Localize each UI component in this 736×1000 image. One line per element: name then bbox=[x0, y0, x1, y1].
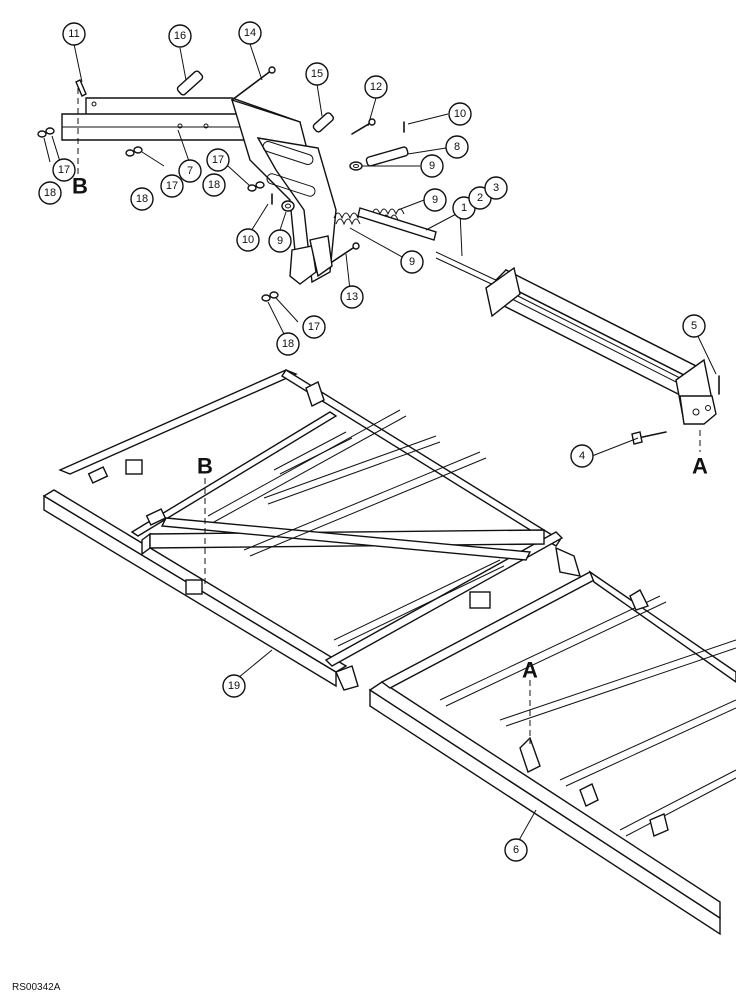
svg-text:9: 9 bbox=[409, 256, 415, 268]
svg-text:3: 3 bbox=[493, 182, 499, 194]
callout-16: 16 bbox=[168, 24, 192, 48]
callout-9c: 9 bbox=[268, 229, 292, 253]
callout-17c: 17 bbox=[206, 148, 230, 172]
svg-text:17: 17 bbox=[166, 180, 178, 192]
svg-text:11: 11 bbox=[68, 28, 79, 40]
pin-12 bbox=[351, 118, 376, 135]
letter-b-top: B bbox=[72, 174, 88, 199]
svg-text:10: 10 bbox=[242, 234, 254, 246]
svg-text:1: 1 bbox=[461, 202, 467, 214]
svg-text:14: 14 bbox=[244, 27, 256, 39]
hydraulic-cylinder bbox=[485, 266, 717, 425]
svg-text:7: 7 bbox=[187, 165, 193, 177]
callout-19: 19 bbox=[222, 674, 246, 698]
callout-6: 6 bbox=[504, 838, 528, 862]
callout-18b: 18 bbox=[130, 187, 154, 211]
frame-6 bbox=[368, 570, 736, 936]
callout-8: 8 bbox=[445, 135, 469, 159]
callout-9a: 9 bbox=[420, 154, 444, 178]
callout-9b: 9 bbox=[423, 188, 447, 212]
callout-3: 3 bbox=[484, 176, 508, 200]
svg-text:19: 19 bbox=[228, 680, 240, 692]
letter-a-frame: A bbox=[522, 658, 538, 683]
hitch-bracket-7 bbox=[61, 97, 337, 285]
alignment-line-a bbox=[529, 430, 701, 744]
svg-text:17: 17 bbox=[212, 154, 224, 166]
callout-5: 5 bbox=[682, 314, 706, 338]
svg-text:10: 10 bbox=[454, 108, 466, 120]
svg-text:18: 18 bbox=[208, 179, 220, 191]
callout-7: 7 bbox=[178, 159, 202, 183]
pin-8 bbox=[365, 146, 409, 167]
callout-9d: 9 bbox=[400, 250, 424, 274]
svg-text:18: 18 bbox=[282, 338, 294, 350]
callout-17a: 17 bbox=[52, 158, 76, 182]
svg-text:18: 18 bbox=[44, 187, 56, 199]
callout-18c: 18 bbox=[202, 173, 226, 197]
svg-text:16: 16 bbox=[174, 30, 186, 42]
washer-9-upper bbox=[349, 161, 363, 171]
svg-text:9: 9 bbox=[277, 235, 283, 247]
callout-13: 13 bbox=[340, 285, 364, 309]
svg-text:17: 17 bbox=[308, 321, 320, 333]
callout-10b: 10 bbox=[236, 228, 260, 252]
washer-9-left bbox=[281, 200, 295, 212]
callout-17d: 17 bbox=[302, 315, 326, 339]
callout-17b: 17 bbox=[160, 174, 184, 198]
callout-18d: 18 bbox=[276, 332, 300, 356]
svg-text:5: 5 bbox=[691, 320, 697, 332]
nuts-17-18 bbox=[37, 127, 279, 302]
pin-15 bbox=[312, 112, 334, 133]
frame-19 bbox=[42, 369, 582, 691]
letter-b-frame: B bbox=[197, 454, 213, 479]
svg-text:9: 9 bbox=[432, 194, 438, 206]
svg-text:6: 6 bbox=[513, 844, 519, 856]
svg-text:9: 9 bbox=[429, 160, 435, 172]
rod-1-2-3 bbox=[357, 207, 501, 289]
callout-11: 11 bbox=[62, 22, 86, 46]
pin-16 bbox=[176, 70, 204, 96]
bolt-13 bbox=[331, 242, 360, 263]
svg-text:2: 2 bbox=[477, 192, 483, 204]
pin-14 bbox=[231, 66, 276, 101]
svg-text:4: 4 bbox=[579, 450, 585, 462]
svg-text:17: 17 bbox=[58, 164, 70, 176]
callout-15: 15 bbox=[305, 62, 329, 86]
callout-4: 4 bbox=[570, 444, 594, 468]
image-code: RS00342A bbox=[12, 982, 61, 993]
alignment-line-b bbox=[77, 88, 206, 584]
svg-text:15: 15 bbox=[311, 68, 323, 80]
letter-a-top: A bbox=[692, 454, 708, 479]
callout-14: 14 bbox=[238, 21, 262, 45]
svg-text:8: 8 bbox=[454, 141, 460, 153]
callout-18a: 18 bbox=[38, 181, 62, 205]
svg-text:13: 13 bbox=[346, 291, 358, 303]
svg-text:18: 18 bbox=[136, 193, 148, 205]
pin-11 bbox=[75, 79, 87, 97]
callout-10a: 10 bbox=[448, 102, 472, 126]
callout-12: 12 bbox=[364, 75, 388, 99]
svg-text:12: 12 bbox=[370, 81, 382, 93]
